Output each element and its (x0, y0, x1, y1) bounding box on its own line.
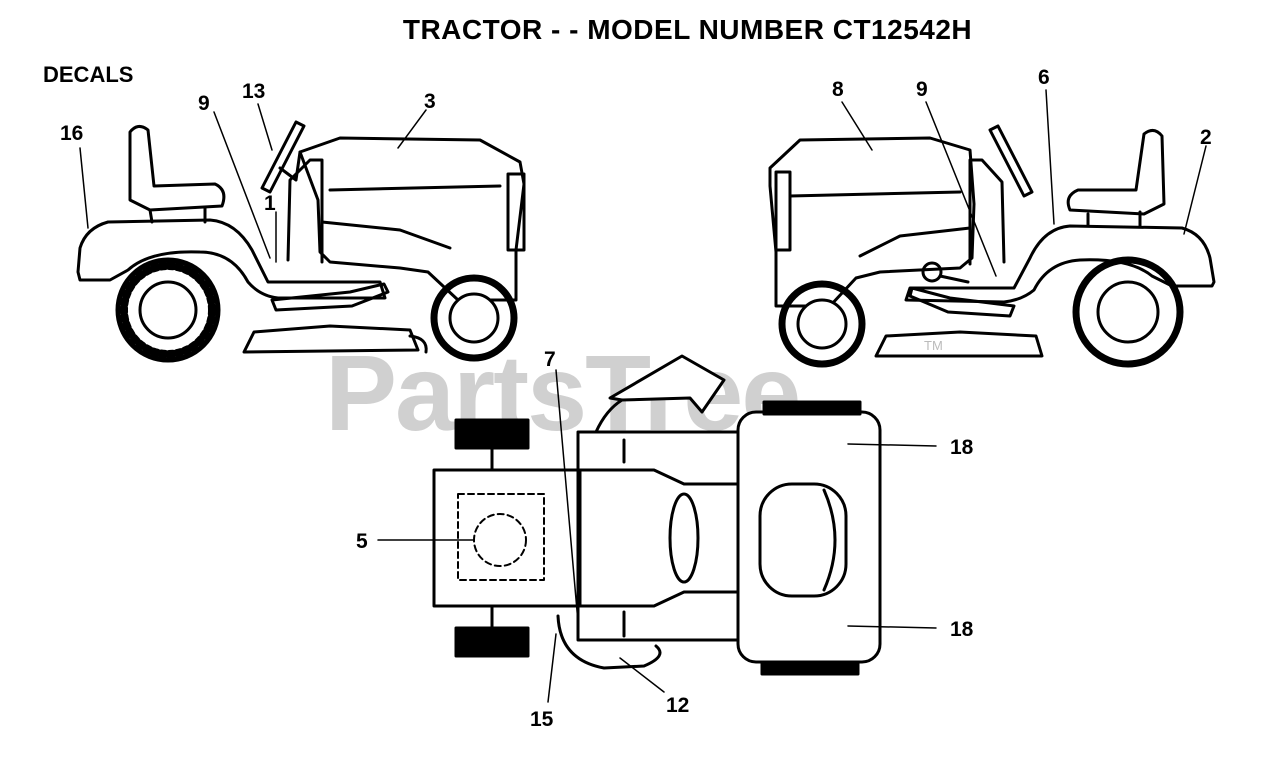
right-mower-deck (874, 330, 1044, 358)
callout-8: 8 (832, 78, 844, 101)
callout-9-left: 9 (198, 92, 210, 115)
top-chute-link (594, 398, 624, 434)
leader-18-upper (847, 443, 937, 447)
diagram-title: TRACTOR - - MODEL NUMBER CT12542H (402, 14, 973, 45)
callout-18-lower: 18 (950, 618, 974, 641)
top-hood-front (432, 468, 582, 608)
left-seat (128, 125, 226, 212)
left-front-wheel (430, 274, 518, 362)
leader-6 (1045, 89, 1055, 225)
top-rear-tire-upper (762, 400, 862, 416)
right-seat-base (1086, 210, 1142, 228)
right-rear-wheel (1072, 256, 1184, 368)
callout-2: 2 (1200, 126, 1212, 149)
left-rear-fender (76, 218, 387, 300)
watermark-trademark: TM (924, 338, 943, 353)
top-deck-outline (556, 614, 662, 670)
right-hood-line (788, 190, 972, 258)
left-steering-column (278, 150, 302, 182)
top-seat-inner (822, 488, 837, 592)
left-hood (298, 136, 526, 302)
top-front-tire-lower (454, 626, 530, 658)
callout-15: 15 (530, 708, 554, 731)
leader-8 (841, 101, 873, 151)
callout-6: 6 (1038, 66, 1050, 89)
top-deck-chute (608, 354, 726, 414)
left-rear-wheel-tread (120, 262, 216, 358)
left-hood-grille (506, 172, 526, 252)
callout-18-upper: 18 (950, 436, 974, 459)
left-mower-deck (242, 324, 420, 354)
leader-9-left (213, 111, 271, 259)
left-dash (286, 158, 324, 264)
callout-12: 12 (666, 694, 689, 717)
left-seat-base (148, 206, 207, 224)
callout-5: 5 (356, 530, 368, 553)
callout-3: 3 (424, 90, 436, 113)
callout-16: 16 (60, 122, 83, 145)
left-steering-wheel (260, 120, 306, 194)
left-deck-chute (408, 334, 428, 354)
right-rear-fender (904, 224, 1216, 304)
right-seat (1066, 129, 1166, 216)
right-lever (938, 274, 970, 284)
left-side-view (76, 103, 526, 363)
top-body-neck (578, 468, 742, 608)
leader-3 (397, 109, 427, 149)
top-front-tire-upper (454, 418, 530, 450)
top-rear-tire-lower (760, 660, 860, 676)
right-lever-knob (921, 261, 943, 283)
left-hood-line (320, 184, 502, 250)
top-hood-decal (457, 493, 545, 581)
leader-13 (257, 103, 273, 151)
right-hood-grille (774, 170, 792, 252)
callout-13: 13 (242, 80, 265, 103)
left-footrest (270, 282, 390, 312)
callout-7: 7 (544, 348, 556, 371)
left-rear-hub (138, 280, 198, 340)
top-seat (758, 482, 848, 598)
leader-15 (547, 633, 557, 703)
leader-2 (1183, 145, 1207, 235)
leader-12 (619, 657, 665, 693)
top-view (377, 354, 937, 703)
right-dash (968, 158, 1006, 266)
right-hood (768, 136, 976, 308)
callout-9-right: 9 (916, 78, 928, 101)
right-footrest (908, 286, 1016, 318)
callout-1: 1 (264, 192, 276, 215)
right-front-hub (796, 298, 848, 350)
leader-9-right (925, 101, 997, 277)
leader-7 (555, 369, 579, 623)
section-label: DECALS (43, 62, 134, 87)
left-rear-wheel (115, 257, 221, 363)
leader-16 (79, 147, 89, 229)
left-front-hub (448, 292, 500, 344)
right-front-wheel (778, 280, 866, 368)
right-rear-hub (1096, 280, 1160, 344)
top-body-mid (576, 430, 742, 642)
top-steering-oval (668, 492, 700, 584)
leader-18-lower (847, 625, 937, 629)
right-side-view (768, 89, 1216, 368)
right-steering-wheel (988, 124, 1034, 198)
